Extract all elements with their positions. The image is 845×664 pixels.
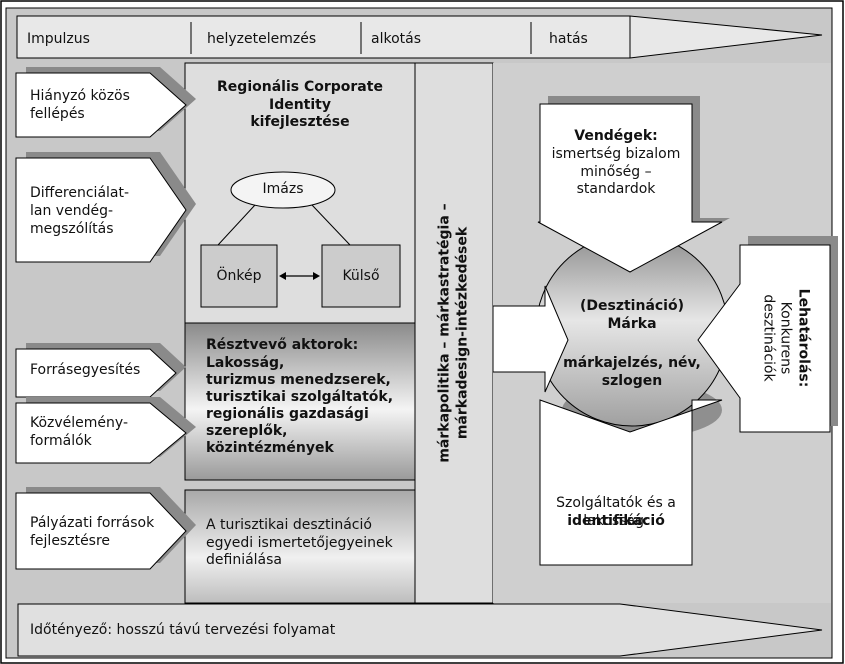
actors-list: Lakosság, turizmus menedzserek, turiszti…: [206, 355, 394, 457]
stage-analysis: helyzetelemzés: [207, 31, 317, 47]
stage-impact: hatás: [549, 31, 588, 47]
competition-label: Lehatárolás:: [795, 288, 812, 388]
providers-identification: identifikáció: [567, 513, 665, 529]
input-label-grant-funding: Pályázati források fejlesztésre: [30, 515, 155, 549]
definition-text: A turisztikai desztináció egyedi ismerte…: [206, 517, 393, 568]
guests-title: Vendégek:: [574, 128, 658, 144]
input-label-undifferentiated-targeting: Differenciálat- lan vendég- megszólítás: [30, 185, 130, 238]
providers-text: Szolgáltatók és a lakosság:: [556, 495, 676, 529]
input-arrow: [15, 348, 177, 398]
input-arrow: [15, 492, 187, 570]
actors-panel: [184, 322, 416, 481]
input-arrow: [15, 402, 187, 464]
image-ellipse: [230, 171, 336, 209]
input-label-missing-joint-action: Hiányzó közös fellépés: [30, 88, 130, 122]
connector-line: [217, 204, 256, 246]
stage-arrow: [16, 15, 823, 59]
input-arrow: [15, 157, 187, 263]
input-label-opinion-leaders: Közvélemény- formálók: [30, 415, 129, 449]
competition-description: Konkurens desztinációk: [760, 294, 794, 382]
time-factor-text: Időtényező: hosszú távú tervezési folyam…: [30, 622, 336, 638]
providers-arrow: [539, 399, 723, 566]
competition-arrow: [697, 244, 831, 433]
self-image-label: Önkép: [216, 268, 262, 284]
self-image-box: [200, 244, 278, 308]
stage-impulse: Impulzus: [27, 31, 90, 47]
connector-line: [311, 204, 351, 246]
arrow-head: [279, 272, 286, 280]
guests-text: ismertség bizalom minőség – standardok: [551, 146, 681, 197]
external-box: [321, 244, 401, 308]
stage-creation: alkotás: [371, 31, 422, 47]
band-arrow: [492, 285, 569, 393]
brand-title: (Desztináció) Márka: [579, 298, 684, 332]
external-label: Külső: [342, 268, 380, 284]
input-arrow: [15, 72, 187, 138]
time-factor-arrow: [17, 603, 823, 657]
input-label-resource-pooling: Forrásegyesítés: [30, 362, 141, 378]
image-label: Imázs: [262, 181, 304, 197]
actors-title: Résztvevő aktorok:: [206, 337, 359, 353]
arrow-head: [313, 272, 320, 280]
vertical-band-text: márkapolitika – márkastratégia – márkade…: [436, 203, 471, 463]
guests-arrow: [537, 103, 723, 273]
brand-features: márkajelzés, név, szlogen: [563, 355, 701, 389]
identity-title: Regionális Corporate Identity kifejleszt…: [217, 79, 383, 130]
definition-panel: [184, 489, 416, 604]
competition-text: Lehatárolás: Konkurens desztinációk: [759, 248, 812, 428]
